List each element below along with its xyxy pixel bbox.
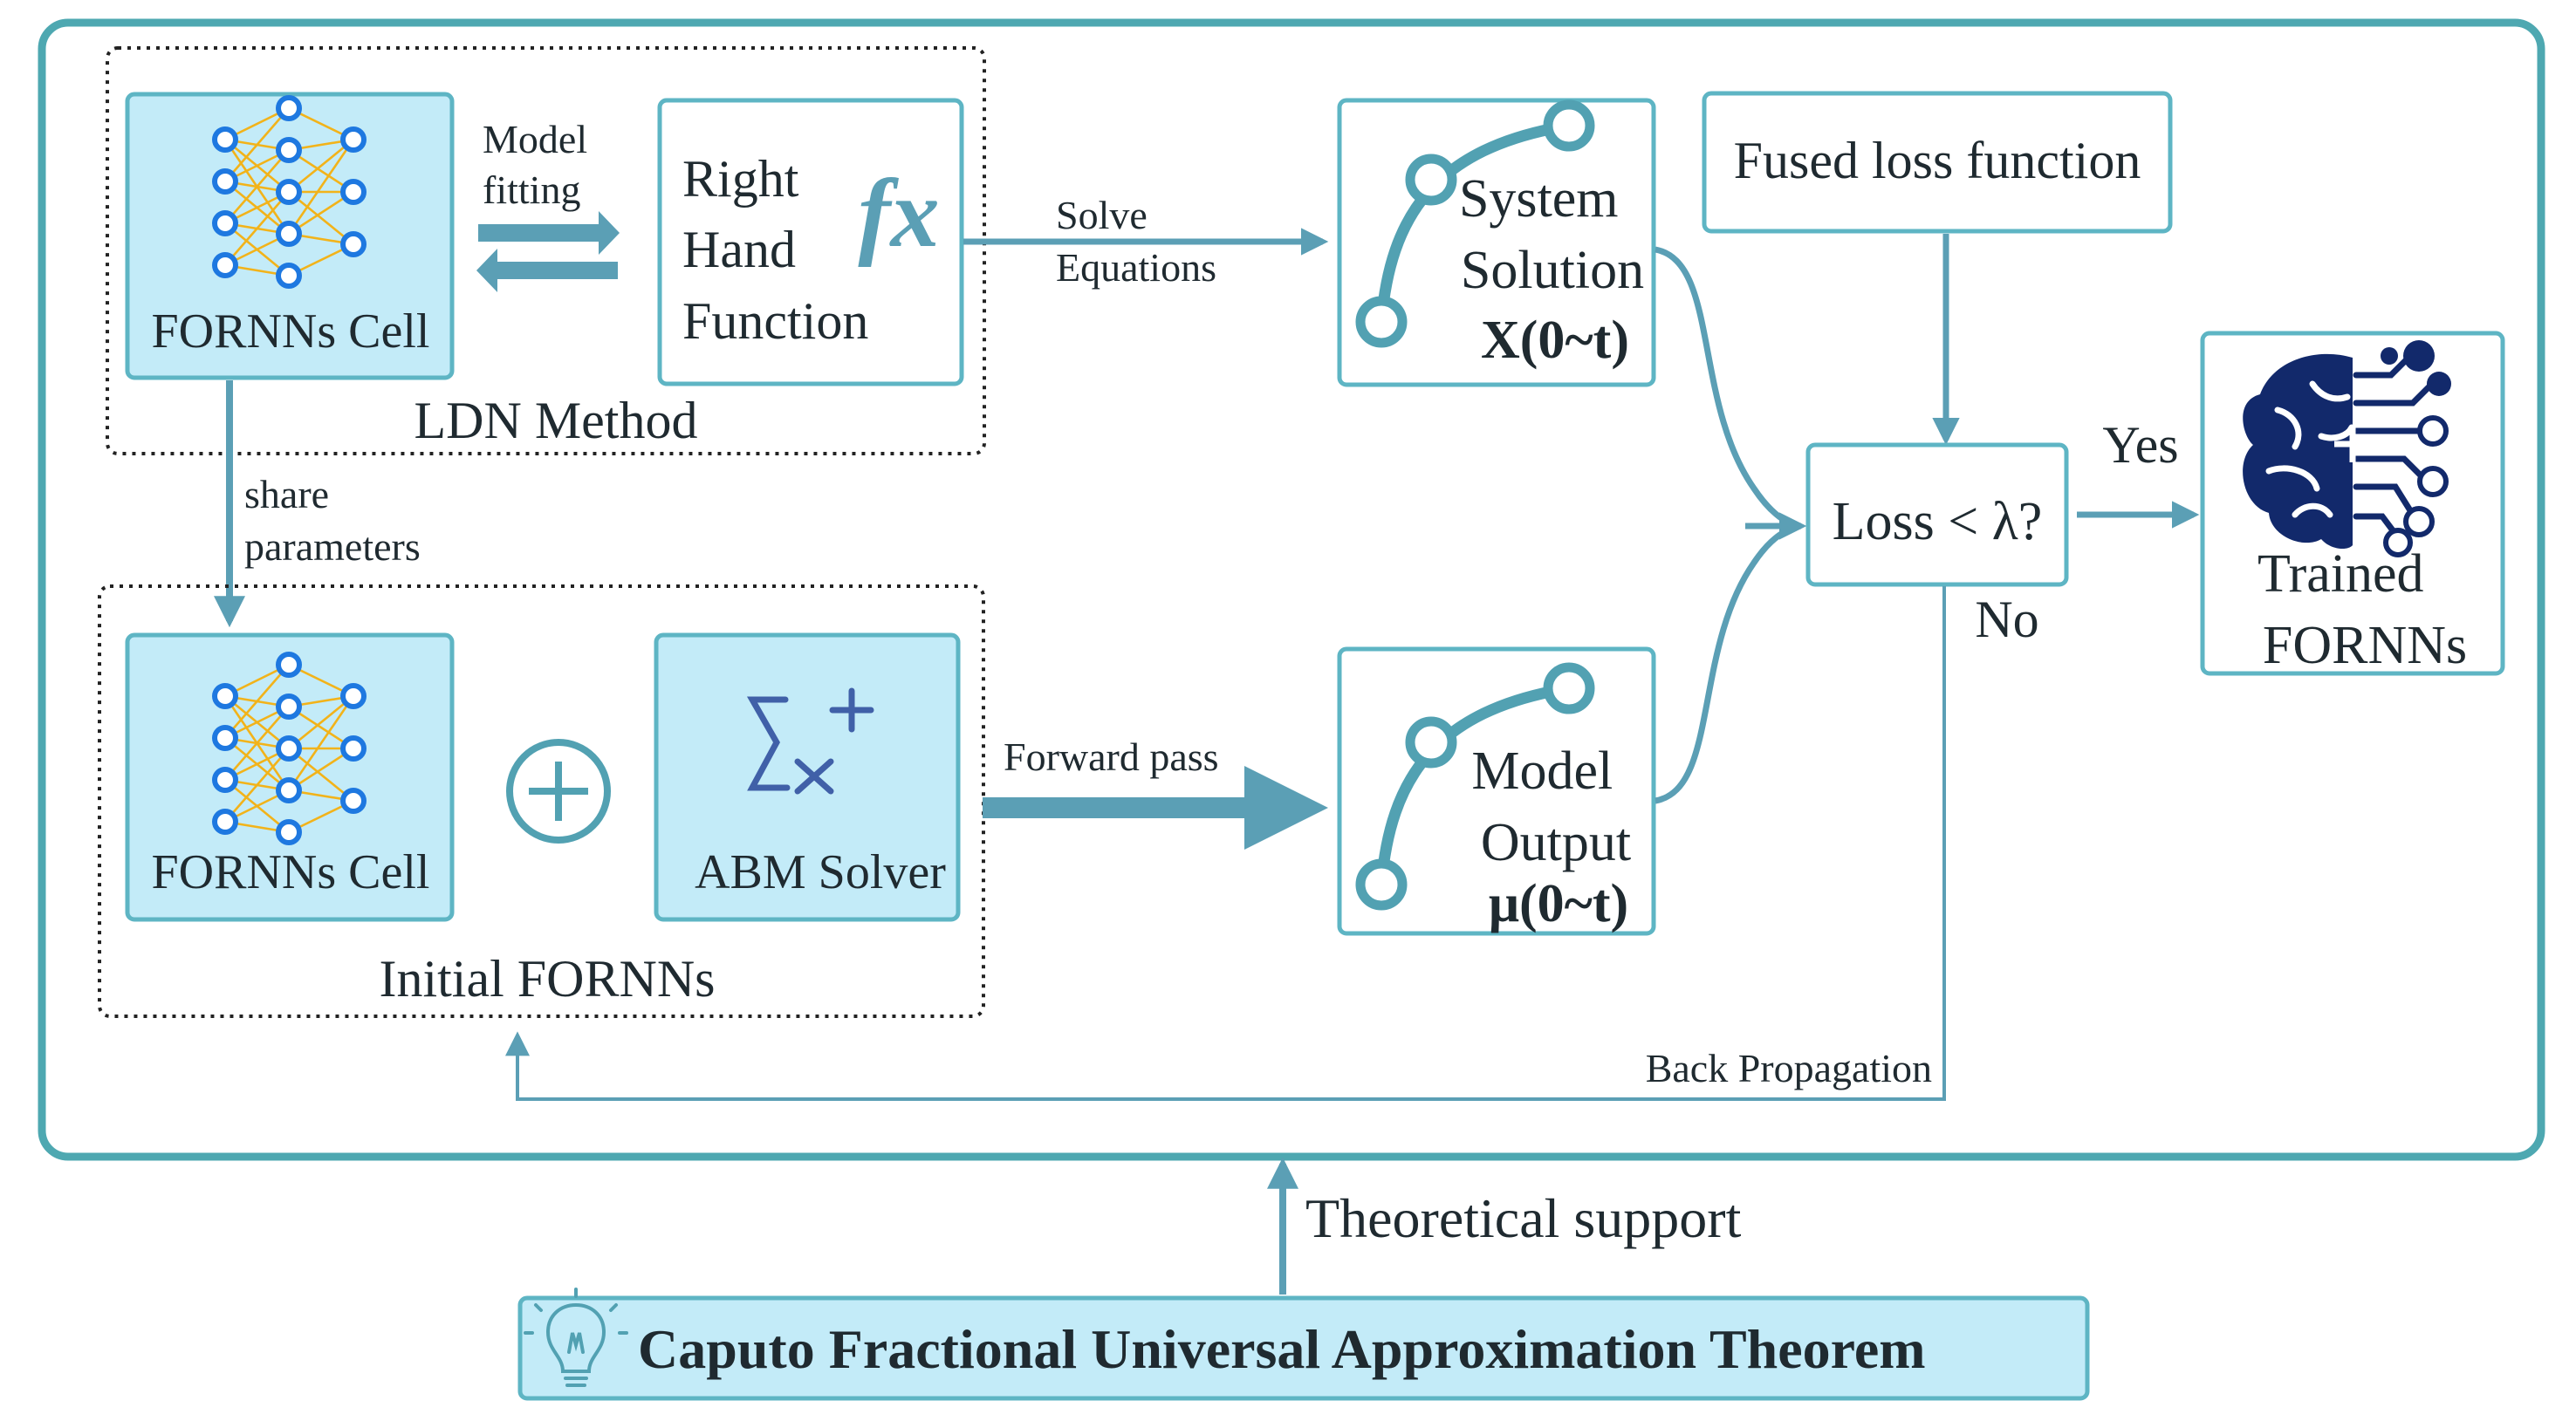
back-propagation-label: Back Propagation [1646,1046,1932,1090]
merge-curve-bottom [1655,523,1800,804]
initial-fornns-cell-box[interactable] [125,632,455,922]
system-solution-line-2: Solution [1461,241,1644,300]
rhf-line-3: Function [682,292,868,350]
system-solution-range: X(0~t) [1481,311,1629,370]
trained-fornns-label: Trained FORNNs [2257,544,2467,675]
system-solution-label: System Solution [1459,169,1644,300]
abm-solver-box[interactable] [654,632,961,922]
model-fitting-line-1: Model [483,117,587,161]
merge-curve-top [1655,246,1800,530]
trained-line-2: FORNNs [2263,616,2467,675]
trained-line-1: Trained [2257,544,2424,604]
initial-fornns-label: Initial FORNNs [379,950,715,1008]
model-output-line-1: Model [1471,741,1613,801]
ldn-fornns-cell-label: FORNNs Cell [152,304,430,359]
loss-check-box[interactable] [1805,442,2069,587]
fused-loss-box[interactable] [1702,91,2173,234]
solve-equations-label: Solve Equations [1056,193,1216,290]
initial-fornns-cell-label: FORNNs Cell [152,845,430,899]
outer-frame [38,18,2545,1161]
fused-loss-label: Fused loss function [1734,132,2141,189]
lightbulb-icon [524,1288,628,1387]
sum-plus-icon [746,687,874,795]
ldn-method-group [106,46,986,455]
rhf-line-2: Hand [682,221,796,278]
right-hand-function-box[interactable] [657,98,964,386]
back-propagation-path [505,586,1946,1101]
rhf-line-1: Right [682,150,799,208]
system-solution-line-1: System [1459,169,1619,229]
theorem-box[interactable] [517,1295,2090,1401]
share-parameters-label: share parameters [244,472,421,569]
share-parameters-line-1: share [244,472,329,516]
solve-equations-line-2: Equations [1056,245,1216,290]
yes-label: Yes [2102,416,2178,474]
model-output-label: Model Output [1471,741,1631,872]
solve-equations-line-1: Solve [1056,193,1148,237]
circled-plus-icon [506,739,611,844]
share-parameters-line-2: parameters [244,524,421,569]
model-fitting-arrow-left [476,249,618,292]
forward-pass-arrow [983,766,1328,850]
ldn-method-label: LDN Method [414,392,698,449]
model-fitting-line-2: fitting [483,167,580,212]
brain-circuit-icon [2243,340,2451,557]
forward-pass-label: Forward pass [1004,734,1219,779]
loss-check-label: Loss < λ? [1833,492,2043,551]
abm-solver-label: ABM Solver [695,845,946,899]
fx-icon: fx [858,160,939,268]
theorem-label: Caputo Fractional Universal Approximatio… [638,1318,1926,1380]
no-label: No [1975,591,2038,648]
theoretical-support-label: Theoretical support [1305,1187,1742,1249]
model-fitting-arrow-right [478,211,620,255]
right-hand-function-label: Right Hand Function [682,150,868,350]
model-fitting-label: Model fitting [483,117,598,212]
model-output-box[interactable] [1337,646,1656,936]
model-output-line-2: Output [1481,813,1631,872]
model-output-range: μ(0~t) [1489,874,1628,933]
